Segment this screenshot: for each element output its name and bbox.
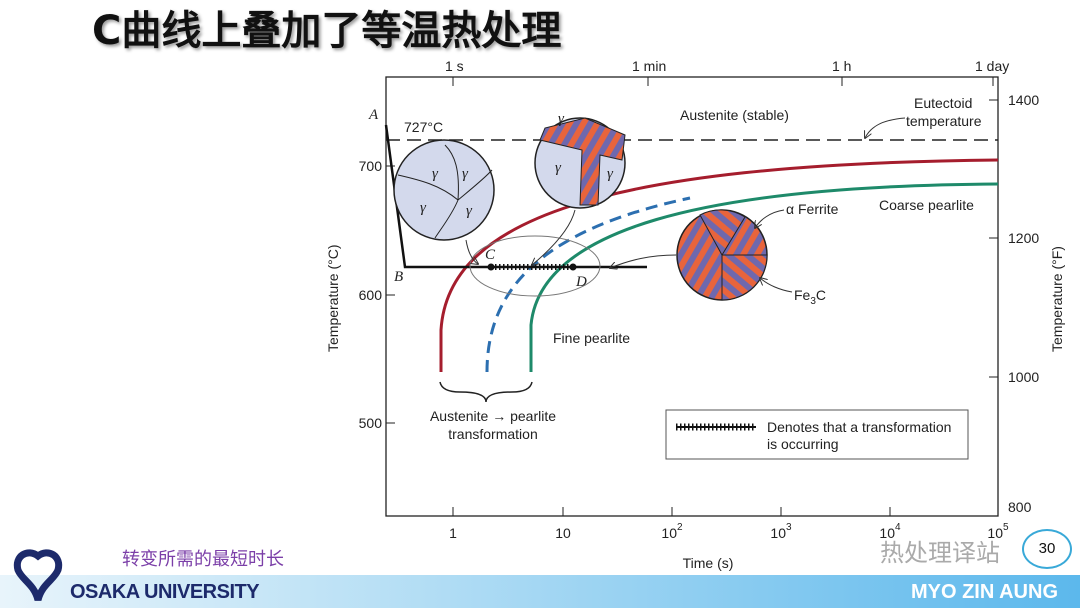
eutectoid-label: Eutectoid — [914, 95, 972, 111]
university-name: OSAKA UNIVERSITY — [70, 581, 260, 603]
top-tick: 1 s — [445, 58, 464, 74]
note-text: 转变所需的最短时长 — [122, 549, 284, 569]
pearlite-circle — [676, 209, 768, 301]
y-right-tick: 1400 — [1008, 92, 1039, 108]
x-tick: 103 — [770, 522, 792, 541]
top-tick: 1 day — [975, 58, 1009, 74]
svg-text:γ: γ — [462, 166, 469, 182]
point-b: B — [394, 269, 403, 285]
finish-curve — [529, 182, 999, 372]
x-tick: 104 — [879, 522, 901, 541]
ferrite-label: α Ferrite — [786, 201, 839, 217]
legend: Denotes that a transformation is occurri… — [665, 409, 969, 460]
start-curve — [439, 158, 999, 372]
svg-text:is occurring: is occurring — [767, 436, 839, 452]
transformation-label: transformation — [448, 426, 537, 442]
x-tick: 10 — [555, 525, 571, 541]
heat-treatment-path — [384, 124, 647, 269]
svg-text:γ: γ — [607, 166, 614, 182]
footer-band — [0, 575, 1080, 608]
x-tick: 105 — [987, 522, 1009, 541]
point-d: D — [575, 274, 587, 290]
page-number: 30 — [1022, 529, 1072, 569]
y-right-tick: 1200 — [1008, 230, 1039, 246]
svg-text:γ: γ — [555, 160, 562, 176]
austenite-grain-circle: γ γ γ γ — [393, 139, 495, 241]
svg-text:γ: γ — [558, 111, 565, 127]
austenite-label: Austenite (stable) — [680, 107, 789, 123]
x-tick: 1 — [449, 525, 457, 541]
y-right-tick: 1000 — [1008, 369, 1039, 385]
transformation-ellipse — [469, 235, 601, 297]
eutectoid-label: temperature — [906, 113, 982, 129]
y-tick: 700 — [359, 158, 383, 174]
eutectoid-temp: 727°C — [404, 119, 443, 135]
author-name: MYO ZIN AUNG — [910, 581, 1058, 603]
top-tick: 1 h — [832, 58, 851, 74]
coarse-pearlite-label: Coarse pearlite — [879, 197, 974, 213]
y-right-label: Temperature (°F) — [1049, 246, 1065, 352]
transformation-label: Austenite → pearlite — [430, 408, 556, 424]
watermark: 热处理译站 — [880, 540, 1000, 567]
x-axis-label: Time (s) — [683, 555, 734, 571]
y-tick: 600 — [359, 287, 383, 303]
svg-text:γ: γ — [420, 200, 427, 216]
transforming-grain-circle: γ γ γ — [534, 111, 626, 209]
y-tick: 500 — [359, 415, 383, 431]
x-tick: 102 — [661, 522, 683, 541]
top-tick: 1 min — [632, 58, 666, 74]
fe3c-label: Fe3C — [794, 287, 826, 307]
point-a: A — [368, 107, 379, 123]
slide-title: C曲线上叠加了等温热处理 — [92, 8, 562, 54]
svg-text:γ: γ — [466, 203, 473, 219]
plot-frame — [385, 76, 999, 517]
svg-text:γ: γ — [432, 166, 439, 182]
point-c: C — [485, 247, 496, 263]
fine-pearlite-label: Fine pearlite — [553, 330, 630, 346]
svg-text:Denotes that a transformation: Denotes that a transformation — [767, 419, 951, 435]
y-left-label: Temperature (°C) — [325, 244, 341, 352]
brace — [439, 381, 533, 403]
y-right-tick: 800 — [1008, 499, 1032, 515]
osaka-logo-icon — [13, 549, 63, 602]
